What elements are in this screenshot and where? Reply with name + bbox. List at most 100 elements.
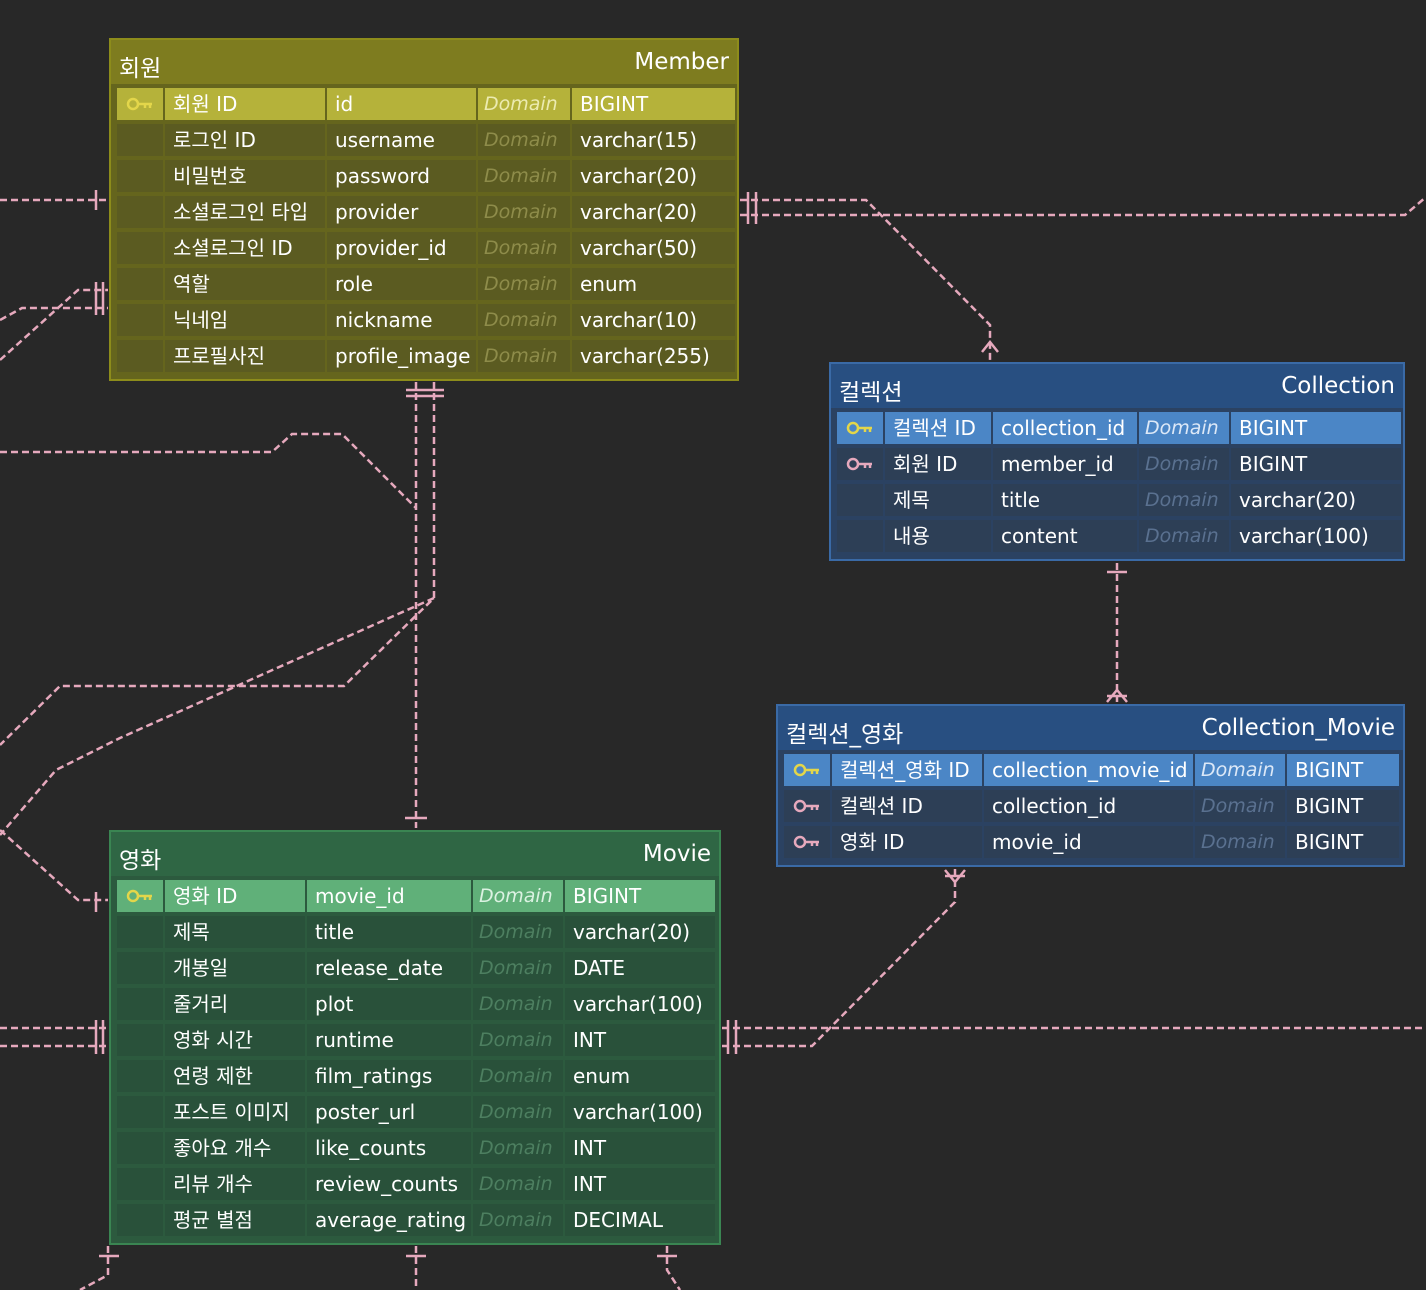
relationship-line xyxy=(740,198,992,360)
relationship-line xyxy=(665,1246,682,1290)
key-cell xyxy=(117,268,163,300)
domain-cell: Domain xyxy=(1139,448,1229,480)
physical-name-cell: movie_id xyxy=(307,880,471,912)
key-cell xyxy=(117,916,163,948)
domain-cell: Domain xyxy=(473,952,563,984)
logical-name-cell: 회원 ID xyxy=(165,88,325,120)
domain-cell: Domain xyxy=(478,160,570,192)
logical-name-cell: 비밀번호 xyxy=(165,160,325,192)
domain-cell: Domain xyxy=(473,916,563,948)
logical-name-cell: 소셜로그인 타입 xyxy=(165,196,325,228)
relationship-line xyxy=(0,596,435,836)
logical-name-cell: 제목 xyxy=(165,916,305,948)
key-cell xyxy=(117,160,163,192)
entity-header[interactable]: 컬렉션 Collection xyxy=(831,364,1403,408)
entity-header[interactable]: 컬렉션_영화 Collection_Movie xyxy=(778,706,1403,750)
domain-cell: Domain xyxy=(1139,412,1229,444)
key-cell xyxy=(117,196,163,228)
physical-name-cell: username xyxy=(327,124,476,156)
logical-name-cell: 리뷰 개수 xyxy=(165,1168,305,1200)
data-type-cell: BIGINT xyxy=(565,880,715,912)
logical-name-cell: 영화 ID xyxy=(165,880,305,912)
domain-cell: Domain xyxy=(473,880,563,912)
physical-name-cell: member_id xyxy=(993,448,1137,480)
key-cell xyxy=(117,988,163,1020)
logical-name-cell: 컬렉션 ID xyxy=(832,790,982,822)
physical-name-cell: runtime xyxy=(307,1024,471,1056)
entity-logical-name: 컬렉션 xyxy=(839,380,903,406)
domain-cell: Domain xyxy=(1139,520,1229,552)
entity-header[interactable]: 영화 Movie xyxy=(111,832,719,876)
logical-name-cell: 컬렉션_영화 ID xyxy=(832,754,982,786)
entity-header[interactable]: 회원 Member xyxy=(111,40,737,84)
relationship-line xyxy=(0,432,417,509)
cardinality-mark xyxy=(1106,688,1128,703)
relationship-line xyxy=(0,288,108,361)
data-type-cell: BIGINT xyxy=(1287,790,1399,822)
logical-name-cell: 프로필사진 xyxy=(165,340,325,372)
physical-name-cell: profile_image xyxy=(327,340,476,372)
domain-cell: Domain xyxy=(478,268,570,300)
physical-name-cell: release_date xyxy=(307,952,471,984)
logical-name-cell: 영화 시간 xyxy=(165,1024,305,1056)
data-type-cell: varchar(100) xyxy=(565,1096,715,1128)
domain-cell: Domain xyxy=(478,196,570,228)
domain-cell: Domain xyxy=(473,1204,563,1236)
logical-name-cell: 회원 ID xyxy=(885,448,991,480)
physical-name-cell: id xyxy=(327,88,476,120)
foreign-key-icon xyxy=(784,790,830,822)
data-type-cell: INT xyxy=(565,1168,715,1200)
primary-key-icon xyxy=(837,412,883,444)
logical-name-cell: 컬렉션 ID xyxy=(885,412,991,444)
data-type-cell: varchar(15) xyxy=(572,124,735,156)
entity-physical-name: Collection_Movie xyxy=(1201,715,1395,741)
physical-name-cell: movie_id xyxy=(984,826,1193,858)
data-type-cell: BIGINT xyxy=(1231,412,1401,444)
logical-name-cell: 평균 별점 xyxy=(165,1204,305,1236)
cardinality-mark xyxy=(981,339,999,353)
data-type-cell: varchar(100) xyxy=(1231,520,1401,552)
physical-name-cell: title xyxy=(307,916,471,948)
physical-name-cell: provider_id xyxy=(327,232,476,264)
entity-logical-name: 영화 xyxy=(119,848,162,874)
primary-key-icon xyxy=(117,880,163,912)
data-type-cell: BIGINT xyxy=(1231,448,1401,480)
domain-cell: Domain xyxy=(473,988,563,1020)
data-type-cell: varchar(20) xyxy=(1231,484,1401,516)
physical-name-cell: poster_url xyxy=(307,1096,471,1128)
physical-name-cell: collection_id xyxy=(993,412,1137,444)
relationship-line xyxy=(79,1246,110,1290)
physical-name-cell: title xyxy=(993,484,1137,516)
cardinality-mark xyxy=(406,388,444,398)
